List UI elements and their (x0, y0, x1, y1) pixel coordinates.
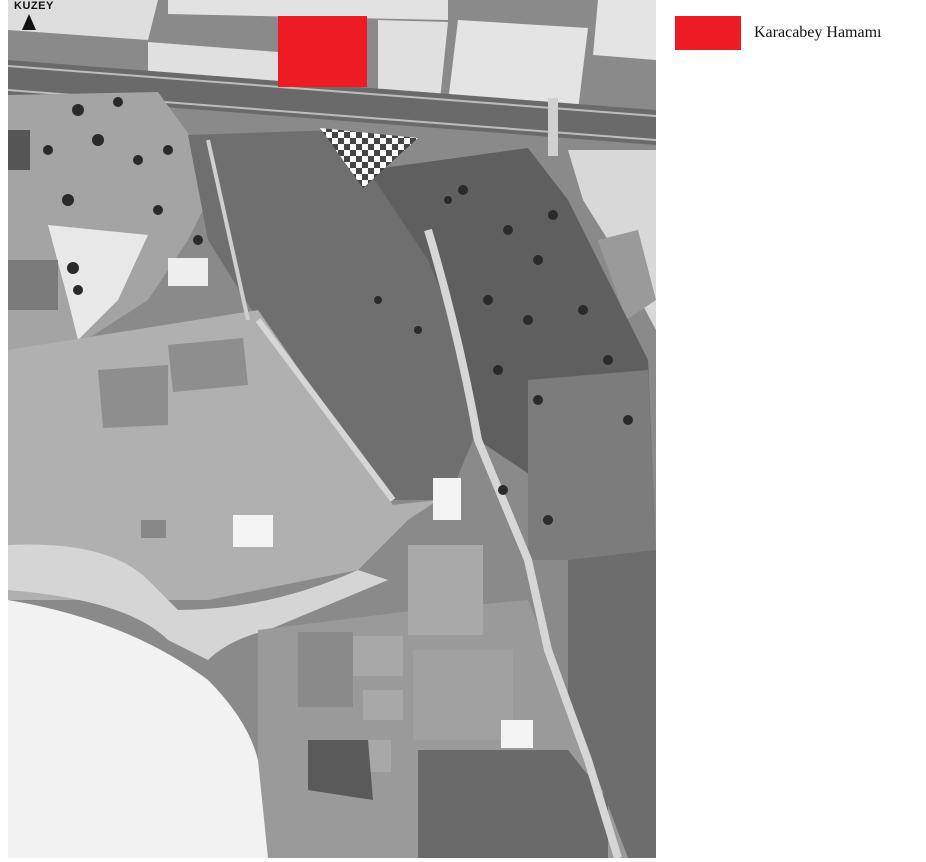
block (593, 0, 656, 60)
building (298, 632, 353, 707)
trees (43, 97, 633, 525)
open-land (8, 600, 268, 858)
block (8, 260, 58, 310)
legend-swatch (675, 16, 741, 50)
building (233, 515, 273, 547)
legend: Karacabey Hamamı (675, 16, 881, 50)
map-artwork (8, 0, 656, 858)
block (8, 0, 158, 40)
building (8, 130, 30, 170)
street (424, 228, 622, 858)
building (141, 520, 166, 538)
block-group (528, 370, 656, 560)
legend-label: Karacabey Hamamı (754, 24, 882, 41)
street (206, 139, 250, 321)
building (168, 338, 248, 392)
avenue-crossing (548, 98, 558, 156)
building (501, 720, 533, 748)
block (418, 750, 608, 858)
building (363, 690, 403, 720)
block (598, 230, 656, 320)
main-avenue (8, 60, 656, 145)
building (168, 258, 208, 286)
north-arrow-icon (22, 14, 36, 30)
building (413, 650, 513, 740)
building (408, 545, 483, 635)
block (308, 740, 373, 800)
block (448, 20, 588, 110)
site-map: KUZEY (8, 0, 656, 858)
block (168, 0, 448, 20)
north-label: KUZEY (14, 0, 54, 12)
old-quarter (188, 130, 473, 500)
building (433, 478, 461, 520)
mosque-site (320, 128, 418, 188)
block (148, 42, 288, 88)
building (353, 636, 403, 676)
ring-road (8, 544, 388, 660)
building (98, 365, 168, 428)
street (255, 318, 396, 502)
karacabey-hamami-marker[interactable] (278, 16, 367, 87)
plaza (48, 225, 148, 340)
block (568, 550, 656, 858)
block (378, 20, 448, 100)
